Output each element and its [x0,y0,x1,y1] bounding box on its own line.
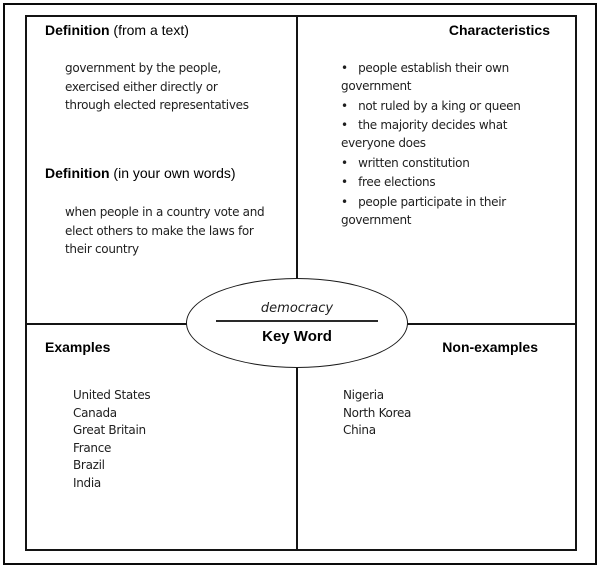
characteristics-title: Characteristics [448,22,550,38]
characteristic-item: • not ruled by a king or queen [341,97,521,115]
definition-from-text-body: government by the people, exercised eith… [65,61,249,112]
examples-title: Examples [45,339,111,355]
characteristic-text: people participate in their government [341,194,506,227]
characteristic-text: the majority decides what everyone does [341,118,508,150]
definition-own-words-body: when people in a country vote and elect … [65,205,265,256]
characteristic-item: •people establish their own government [341,59,521,95]
definition-own-words-title-bold: Definition [45,165,110,181]
characteristic-text: not ruled by a king or queen [358,98,521,113]
characteristic-item: • free elections [341,173,521,191]
definition-own-words-title: Definition (in your own words) [45,165,236,181]
frayer-model-grid: Definition (from a text) government by t… [25,15,577,551]
definition-from-text-title: Definition (from a text) [45,22,189,38]
examples-list: United States Canada Great Britain Franc… [73,388,151,490]
characteristic-item: •people participate in their government [341,193,521,229]
bullet-icon: • [341,175,349,189]
definition-from-text-title-qualifier: (from a text) [109,22,189,38]
non-examples-list: Nigeria North Korea China [343,388,412,437]
characteristic-text: people establish their own government [341,61,509,93]
key-word-label: Key Word [262,328,332,345]
bullet-icon: • [341,61,349,75]
key-word-term: democracy [260,301,334,316]
characteristic-text: free elections [358,175,436,189]
bullet-icon: • [341,98,349,113]
bullet-icon: • [341,194,349,209]
outer-border [3,3,597,565]
non-examples-title: Non-examples [442,339,538,355]
characteristic-item: •the majority decides what everyone does [341,116,521,152]
definition-from-text-title-bold: Definition [45,22,110,38]
bullet-icon: • [341,118,349,132]
characteristic-item: • written constitution [341,154,521,172]
bullet-icon: • [341,155,349,170]
characteristic-text: written constitution [358,155,470,170]
definition-own-words-title-qualifier: (in your own words) [109,165,236,181]
key-word-ellipse: democracy Key Word [186,278,408,368]
key-word-divider-line [216,320,378,322]
characteristics-list: •people establish their own government •… [341,59,521,230]
